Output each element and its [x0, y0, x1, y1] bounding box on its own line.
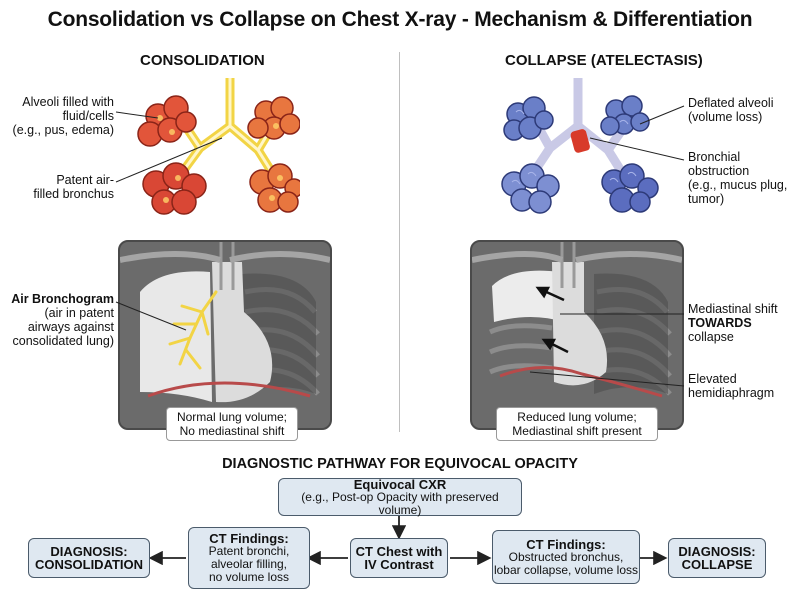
label-diaphragm-line-2: hemidiaphragm: [688, 386, 775, 400]
diagnosis-collapse-box: DIAGNOSIS: COLLAPSE: [668, 538, 766, 578]
ct-right-title: CT Findings:: [526, 536, 606, 552]
deflated-alveoli-lower-left: [501, 163, 560, 214]
dx-left-line-1: DIAGNOSIS:: [50, 544, 128, 559]
dx-right-line-1: DIAGNOSIS:: [678, 544, 756, 559]
ct-left-title: CT Findings:: [209, 531, 289, 546]
pathway-heading: DIAGNOSTIC PATHWAY FOR EQUIVOCAL OPACITY: [222, 456, 578, 472]
consolidation-xray: [118, 240, 332, 430]
consolidation-xray-image: [120, 242, 330, 428]
diagnosis-consolidation-box: DIAGNOSIS: CONSOLIDATION: [28, 538, 150, 578]
ct-left-line-2: alveolar filling,: [210, 557, 288, 571]
label-air-bronchogram-line-2: airways against: [27, 320, 114, 334]
label-bronchial-obstruction: Bronchial obstruction (e.g., mucus plug,…: [688, 150, 800, 206]
deflated-alveoli-lower-right: [601, 163, 659, 213]
label-alveoli-filled: Alveoli filled with fluid/cells (e.g., p…: [6, 95, 114, 137]
ct-right-line-2: lobar collapse, volume loss: [493, 562, 639, 577]
equivocal-cxr-box: Equivocal CXR (e.g., Post-op Opacity wit…: [278, 478, 522, 516]
label-patent-bronchus: Patent air- filled bronchus: [6, 173, 114, 201]
ct-left-line-3: no volume loss: [208, 570, 290, 584]
dx-right-line-2: COLLAPSE: [681, 557, 753, 572]
dx-left-line-2: CONSOLIDATION: [34, 557, 144, 572]
label-air-bronchogram-line-1: (air in patent: [44, 306, 114, 320]
label-obstruction-line-4: tumor): [688, 192, 725, 206]
label-air-bronchogram: Air Bronchogram (air in patent airways a…: [4, 292, 114, 348]
collapse-caption-line-2: Mediastinal shift present: [512, 424, 642, 438]
alveoli-cluster-upper-right: [247, 96, 300, 140]
ct-chest-line-1: CT Chest with: [355, 544, 443, 559]
label-shift-line-3: collapse: [688, 330, 734, 344]
label-shift-line-2: TOWARDS: [688, 316, 752, 330]
bronchial-obstruction-plug: [570, 129, 590, 153]
ct-chest-line-2: IV Contrast: [364, 557, 434, 572]
consolidation-heading: CONSOLIDATION: [140, 52, 265, 69]
ct-right-line-1: Obstructed bronchus,: [508, 549, 624, 564]
consolidation-caption-line-1: Normal lung volume;: [176, 410, 288, 424]
collapse-caption-line-1: Reduced lung volume;: [517, 410, 637, 424]
consolidation-alveoli-illustration: [137, 78, 300, 215]
collapse-heading: COLLAPSE (ATELECTASIS): [505, 52, 703, 69]
label-deflated-alveoli: Deflated alveoli (volume loss): [688, 96, 798, 124]
label-elevated-hemidiaphragm: Elevated hemidiaphragm: [688, 372, 800, 400]
air-bronchogram-branches: [168, 290, 218, 370]
deflated-alveoli-upper-left: [503, 96, 554, 141]
label-obstruction-line-3: (e.g., mucus plug,: [688, 178, 788, 192]
equivocal-cxr-title: Equivocal CXR: [353, 476, 447, 492]
label-diaphragm-line-1: Elevated: [688, 372, 737, 386]
label-deflated-line-1: Deflated alveoli: [688, 96, 774, 110]
label-shift-line-1: Mediastinal shift: [688, 302, 778, 316]
ct-findings-left-box: CT Findings: Patent bronchi, alveolar fi…: [188, 527, 310, 589]
consolidation-caption-line-2: No mediastinal shift: [179, 424, 285, 438]
collapse-xray-image: [472, 242, 682, 428]
collapse-caption: Reduced lung volume; Mediastinal shift p…: [496, 407, 658, 441]
label-deflated-line-2: (volume loss): [688, 110, 763, 124]
equivocal-cxr-desc: (e.g., Post-op Opacity with preserved vo…: [301, 489, 499, 517]
label-alveoli-line-1: Alveoli filled with: [22, 95, 114, 109]
ct-findings-right-box: CT Findings: Obstructed bronchus, lobar …: [492, 530, 640, 584]
label-obstruction-line-2: obstruction: [688, 164, 750, 178]
label-air-bronchogram-line-3: consolidated lung): [12, 334, 114, 348]
ct-chest-box: CT Chest with IV Contrast: [350, 538, 448, 578]
ct-left-line-1: Patent bronchi,: [208, 544, 290, 558]
deflated-alveoli-upper-right: [600, 95, 650, 136]
collapse-xray: [470, 240, 684, 430]
section-divider: [399, 52, 400, 432]
consolidation-caption: Normal lung volume; No mediastinal shift: [166, 407, 298, 441]
alveoli-cluster-lower-right: [249, 163, 300, 213]
label-alveoli-line-3: (e.g., pus, edema): [12, 123, 114, 137]
label-obstruction-line-1: Bronchial: [688, 150, 741, 164]
page-title: Consolidation vs Collapse on Chest X-ray…: [47, 8, 753, 31]
alveoli-cluster-upper-left: [137, 95, 197, 147]
label-air-bronchogram-title: Air Bronchogram: [11, 292, 114, 306]
label-alveoli-line-2: fluid/cells: [62, 109, 114, 123]
label-mediastinal-shift: Mediastinal shift TOWARDS collapse: [688, 302, 800, 344]
collapse-alveoli-illustration: [501, 78, 659, 214]
label-bronchus-line-2: filled bronchus: [33, 187, 114, 201]
label-bronchus-line-1: Patent air-: [56, 173, 114, 187]
